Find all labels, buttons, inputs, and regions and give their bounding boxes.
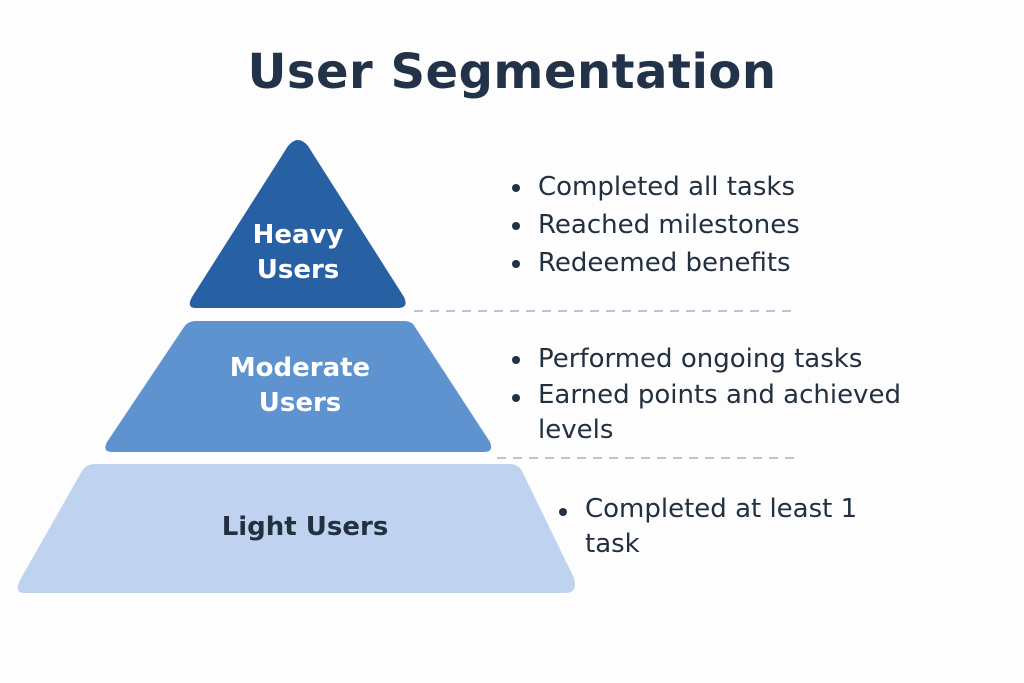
label-line: Moderate (229, 353, 371, 383)
label-line: Users (258, 388, 342, 418)
bullet-item: Earned points and achieved levels (510, 378, 948, 448)
label-line: Light Users (221, 512, 389, 542)
level-label-heavy: Heavy Users (218, 218, 378, 288)
bullet-item: Performed ongoing tasks (510, 340, 950, 378)
label-line: Heavy (252, 220, 344, 250)
pyramid-level-moderate (105, 321, 492, 452)
bullet-item: Reached milestones (510, 206, 800, 244)
heavy-bullet-list: Completed all tasks Reached milestones R… (510, 168, 800, 282)
bullet-item: Completed all tasks (510, 168, 800, 206)
level-label-moderate: Moderate Users (200, 351, 400, 421)
level-label-light: Light Users (180, 510, 430, 545)
bullet-item: Completed at least 1 task (557, 492, 875, 562)
diagram-title: User Segmentation (247, 44, 777, 100)
pyramid-level-heavy (189, 140, 406, 308)
light-bullet-list: Completed at least 1 task (557, 492, 875, 562)
bullet-item: Redeemed benefits (510, 244, 800, 282)
pyramid-level-light (17, 464, 575, 593)
label-line: Users (256, 255, 340, 285)
moderate-bullet-list: Performed ongoing tasks Earned points an… (510, 340, 950, 448)
